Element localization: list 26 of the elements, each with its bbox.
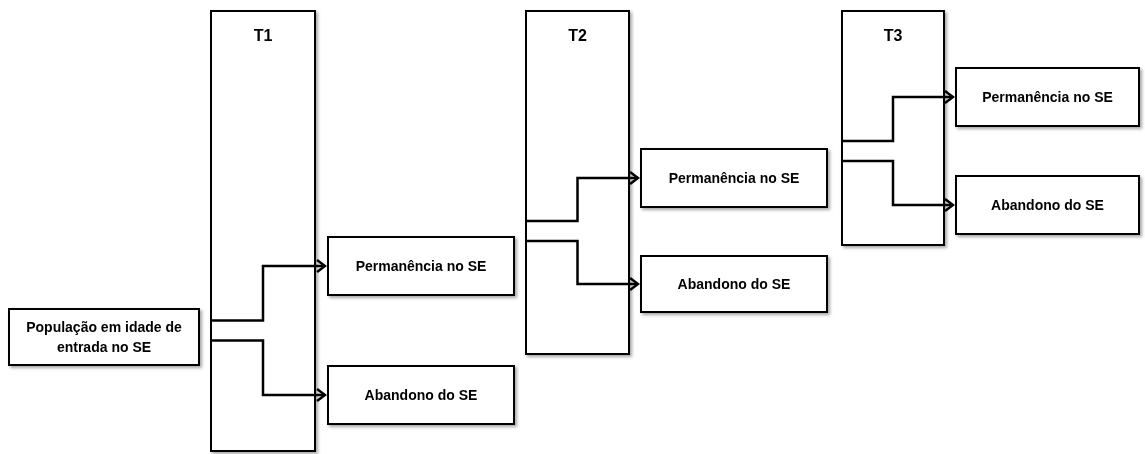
stage-column	[210, 10, 316, 452]
stage-label: T1	[253, 26, 273, 46]
box-label: Permanência no SE	[355, 256, 487, 276]
stage-column	[841, 10, 945, 246]
process-box	[955, 67, 1140, 127]
arrow	[212, 258, 327, 322]
arrow	[843, 159, 955, 213]
box-label: População em idade de entrada no SE	[25, 317, 183, 357]
process-box	[327, 236, 515, 296]
box-label: Abandono do SE	[677, 274, 791, 294]
stage-label: T2	[568, 26, 587, 46]
box-label: Abandono do SE	[364, 385, 478, 405]
arrow	[527, 239, 640, 292]
box-label: Abandono do SE	[991, 195, 1104, 215]
process-box	[327, 365, 515, 425]
box-label: Permanência no SE	[982, 87, 1113, 107]
process-box	[640, 148, 828, 208]
process-box	[955, 175, 1140, 235]
arrow	[527, 170, 640, 223]
box-label: Permanência no SE	[668, 168, 800, 188]
stage-column	[525, 10, 630, 355]
process-box	[8, 308, 200, 366]
process-box	[640, 255, 828, 313]
arrow	[843, 89, 955, 143]
stage-label: T3	[883, 26, 903, 46]
arrow	[212, 339, 327, 403]
